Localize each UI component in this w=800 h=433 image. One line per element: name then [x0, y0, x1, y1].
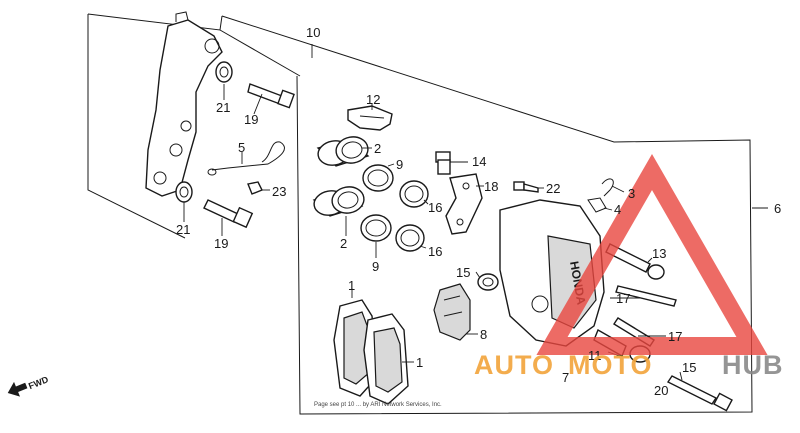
seal-9-lower [360, 214, 392, 242]
piston-2-upper [316, 136, 370, 167]
callout-23: 23 [272, 184, 286, 199]
watermark-triangle [536, 153, 768, 355]
callout-6: 6 [774, 201, 781, 216]
callout-14: 14 [472, 154, 486, 169]
callout-18: 18 [484, 179, 498, 194]
plate-18 [445, 173, 483, 235]
callout-2-lower: 2 [340, 236, 347, 251]
callout-9-upper: 9 [396, 157, 403, 172]
callout-17-lower: 17 [668, 329, 682, 344]
callout-17-upper: 17 [616, 291, 630, 306]
callout-7: 7 [562, 370, 569, 385]
callout-15-upper: 15 [456, 265, 470, 280]
caliper-bracket [145, 11, 223, 197]
callout-20: 20 [654, 383, 668, 398]
watermark-hub: HUB [722, 350, 784, 380]
callout-labels: 10 12 21 19 5 23 21 19 2 9 14 18 16 2 9 … [176, 25, 781, 398]
bleeder-14 [435, 151, 451, 175]
callout-21-upper: 21 [216, 100, 230, 115]
watermark-logo: AUTO MOTO HUB [474, 350, 784, 380]
nut-23 [247, 181, 263, 195]
watermark-moto: MOTO [568, 350, 653, 380]
seal-9-upper [362, 164, 394, 192]
pin-17-upper [615, 285, 677, 307]
collar-21-lower [175, 181, 193, 203]
pad-set-1 [333, 299, 409, 405]
callout-9-lower: 9 [372, 259, 379, 274]
callout-12: 12 [366, 92, 380, 107]
callout-5: 5 [238, 140, 245, 155]
pin-retainer-3 [601, 178, 614, 197]
callout-3: 3 [628, 186, 635, 201]
seal-16-upper [399, 180, 429, 208]
callout-19-upper: 19 [244, 112, 258, 127]
callout-15-lower: 15 [682, 360, 696, 375]
piston-2-lower [312, 186, 365, 217]
bolt-19-upper [247, 83, 295, 109]
fwd-indicator: FWD [7, 374, 50, 397]
seal-16-lower [395, 224, 425, 252]
bolt-20 [666, 375, 733, 412]
watermark-auto: AUTO [474, 350, 554, 380]
callout-22: 22 [546, 181, 560, 196]
spring-4 [587, 197, 607, 213]
callout-21-lower: 21 [176, 222, 190, 237]
assembly-frames [87, 13, 768, 415]
credit-line: Page see pt 10 ... by ARI Network Servic… [314, 402, 442, 408]
callout-19-lower: 19 [214, 236, 228, 251]
callout-8: 8 [480, 327, 487, 342]
callout-11: 11 [588, 348, 602, 363]
bolt-22 [513, 181, 539, 193]
callout-1-pad-label: 1 [348, 278, 355, 293]
callout-16-lower: 16 [428, 244, 442, 259]
shim-8 [433, 283, 471, 341]
fwd-label: FWD [27, 374, 50, 391]
spring-5 [207, 141, 285, 176]
callout-13: 13 [652, 246, 666, 261]
collar-21-upper [215, 61, 233, 83]
callout-2-upper: 2 [374, 141, 381, 156]
boot-15-upper [477, 273, 499, 291]
callout-1: 1 [416, 355, 423, 370]
callout-16-upper: 16 [428, 200, 442, 215]
shim-12 [347, 105, 393, 131]
callout-10: 10 [306, 25, 320, 40]
callout-4: 4 [614, 202, 621, 217]
bolt-19-lower [203, 199, 254, 229]
